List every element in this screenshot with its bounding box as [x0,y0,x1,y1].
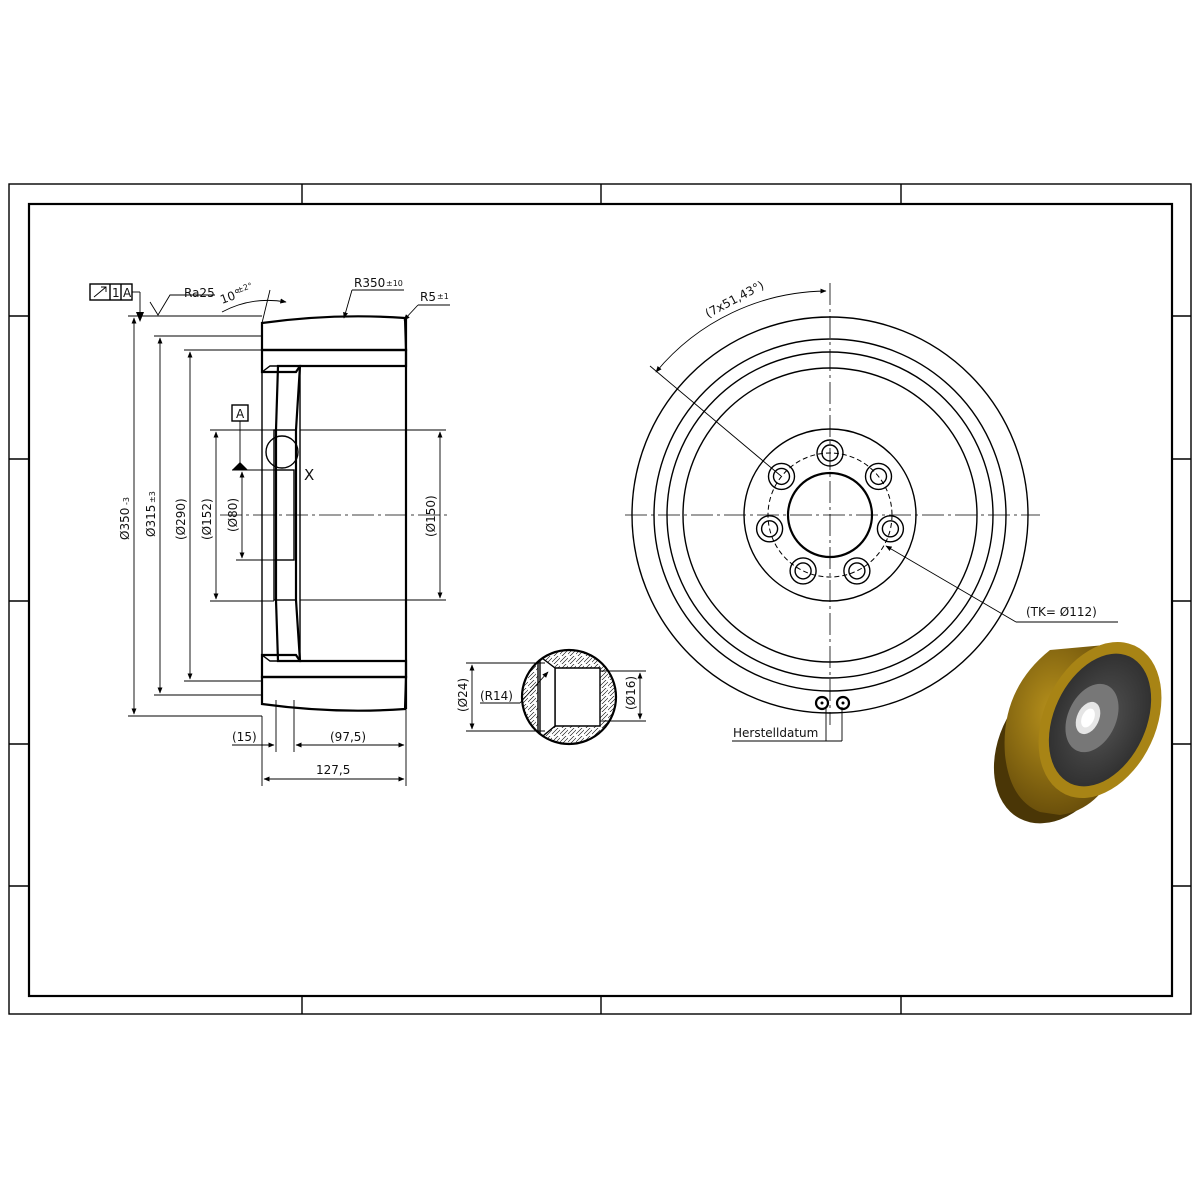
outer-border [8,183,1192,1015]
d24: (Ø24) [456,678,470,712]
w15: (15) [232,730,257,744]
runout-icon [93,286,107,298]
dia80: (Ø80) [226,498,240,532]
pitch-label: (7x51,43°) [703,278,766,321]
w975: (97,5) [330,730,366,744]
tread-bottom [260,675,408,712]
radius-main: R350 [354,276,385,290]
tk-label: (TK= Ø112) [1026,605,1097,619]
dia290: (Ø290) [174,498,188,540]
tolerance-number: 1 [112,286,120,300]
drawing-frame [8,183,1192,1015]
fillet-tol: ±1 [437,292,449,301]
d16: (Ø16) [624,676,638,710]
wheel-render [993,642,1162,824]
detail-label: X [304,466,314,484]
r14: (R14) [480,689,513,703]
tread-top [260,315,408,352]
date-label: Herstelldatum [733,726,818,740]
angle-tol: ±2° [236,281,254,295]
surface-symbol: Ra25 [149,286,215,316]
date-stamp: Herstelldatum [732,695,851,742]
rim-top [260,348,408,374]
dia152: (Ø152) [200,498,214,540]
roughness-label: Ra25 [184,286,215,300]
dia315-main: Ø315 [144,505,158,537]
fillet-dimension: R5 ±1 [403,290,450,321]
dia350-main: Ø350 [118,508,132,540]
angle-dimension: 10° ±2° [218,281,287,324]
diameter-dims: Ø350 -3 Ø315 ±3 (Ø290) (Ø152) (Ø80) (Ø15… [118,315,446,717]
zone-ticks [9,184,1191,1014]
detail-circle [265,435,299,469]
dia150: (Ø150) [424,495,438,537]
rim-bottom [260,653,408,679]
inner-border [27,202,1174,998]
width-dims: (15) (97,5) 127,5 [232,700,407,786]
datum-label: A [236,407,245,421]
dia350-tol: -3 [122,497,131,505]
fillet-main: R5 [420,290,436,304]
radius-dimension: R350 ±10 [343,276,404,319]
tolerance-datum: A [123,286,132,300]
w1275: 127,5 [316,763,350,777]
tolerance-frame: 1 A [89,283,144,322]
bolt-holes [755,439,905,585]
section-view: X A 1 A Ra25 10° ±2° [89,276,450,786]
radius-tol: ±10 [386,279,403,288]
dia315-tol: ±3 [148,491,157,503]
angle-main: 10° [218,286,243,306]
detail-view: (Ø24) (R14) (Ø16) [456,648,646,746]
